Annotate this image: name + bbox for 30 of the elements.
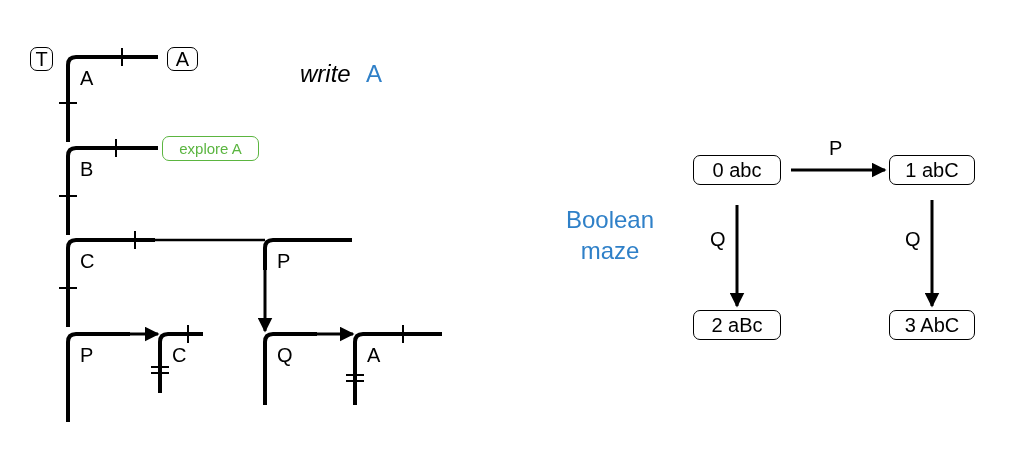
branch-letter: C <box>80 250 95 272</box>
elbow-branch <box>150 324 203 393</box>
arrow <box>924 200 940 308</box>
branch-letter: P <box>80 344 94 366</box>
arrow <box>729 205 745 308</box>
state-box: T <box>30 47 53 71</box>
state-box: 3 AbC <box>889 310 975 340</box>
heading-text: Boolean maze <box>564 205 656 266</box>
state-box: 2 aBc <box>693 310 781 340</box>
branch-letter: Q <box>277 344 293 366</box>
elbow-branch <box>58 138 158 235</box>
annotation-text: A <box>366 60 382 88</box>
arrow <box>791 162 887 178</box>
elbow-branch <box>345 324 442 405</box>
branch-letter: P <box>277 250 291 272</box>
branch-letter: A <box>80 67 94 89</box>
arrow <box>257 270 273 333</box>
state-box: 0 abc <box>693 155 781 185</box>
branch-letter: B <box>80 158 94 180</box>
branch-letter: C <box>172 344 187 366</box>
elbow-branch <box>58 47 158 142</box>
arrow <box>317 326 355 342</box>
branch-letter: A <box>367 344 381 366</box>
arrow <box>130 326 160 342</box>
elbow-branch <box>58 230 155 327</box>
state-box: explore A <box>162 136 259 161</box>
connector-line <box>155 238 265 242</box>
state-box: A <box>167 47 198 71</box>
state-box: 1 abC <box>889 155 975 185</box>
annotation-text: write <box>300 60 351 88</box>
